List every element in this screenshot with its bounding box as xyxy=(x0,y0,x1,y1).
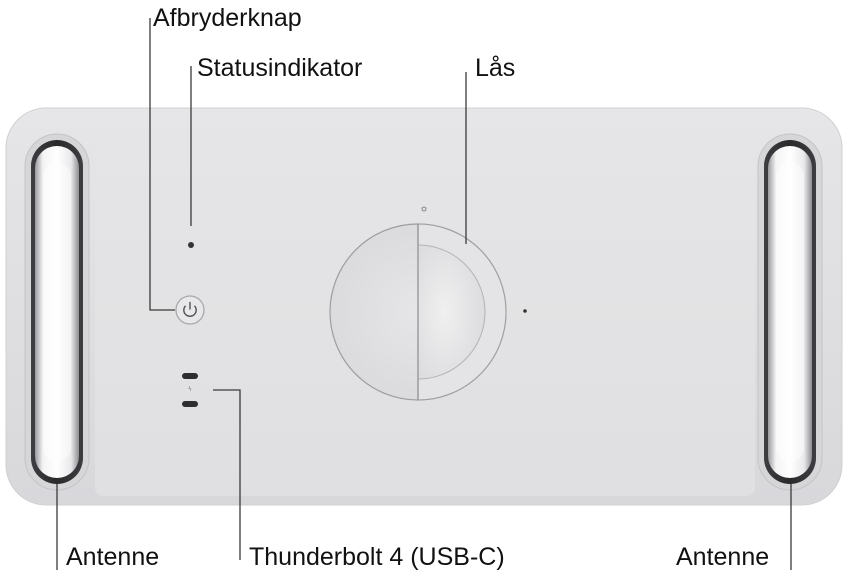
antenna-left-label: Antenne xyxy=(66,543,160,571)
power-button-leader xyxy=(149,18,175,311)
thunderbolt-label: Thunderbolt 4 (USB-C) xyxy=(249,543,505,571)
lock-indicator-closed xyxy=(523,309,527,313)
lock-indicator-open xyxy=(421,206,427,212)
lock-mechanism[interactable] xyxy=(329,206,527,401)
callout-lines xyxy=(56,18,792,570)
lock-label: Lås xyxy=(475,54,516,82)
thunderbolt-leader xyxy=(213,389,241,560)
left-handle xyxy=(24,133,90,491)
power-button-label: Afbryderknap xyxy=(153,4,302,32)
usb-c-port xyxy=(182,401,198,407)
thunderbolt-ports: ϟ xyxy=(182,373,198,407)
usb-c-port xyxy=(182,373,198,379)
power-icon xyxy=(183,301,197,318)
antenna-right-label: Antenne xyxy=(676,543,770,571)
lock-knob xyxy=(417,244,486,380)
power-button[interactable] xyxy=(175,295,205,325)
right-handle xyxy=(757,133,823,491)
thunderbolt-icon: ϟ xyxy=(188,386,192,393)
status-light-dot xyxy=(188,242,194,248)
status-indicator-label: Statusindikator xyxy=(197,54,363,82)
